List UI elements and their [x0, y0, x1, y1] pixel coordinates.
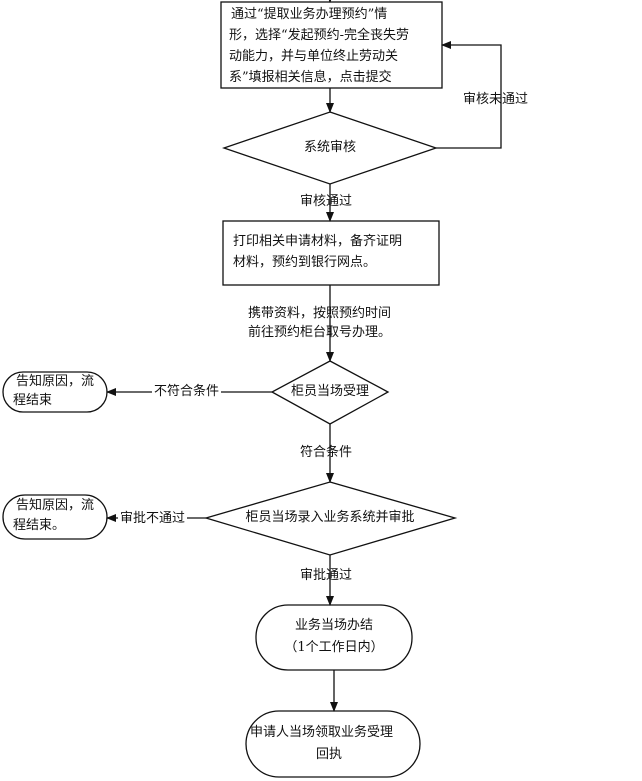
- print-box-line: 打印相关申请材料，备齐证明: [233, 234, 403, 249]
- notify-end-2-line: 告知原因，流: [15, 498, 94, 513]
- print-box-line: 材料，预约到银行网点。: [233, 255, 377, 270]
- notify-end-2-line: 程结束。: [13, 518, 66, 533]
- edge-label-approval-passed: 审批通过: [300, 568, 353, 583]
- edge-label-not-qualified: 不符合条件: [152, 382, 222, 401]
- notify-end-1-line: 告知原因，流: [15, 374, 94, 389]
- complete-line: 业务当场办结: [294, 618, 373, 633]
- start-box-line: 系”填报相关信息，点击提交: [229, 70, 392, 85]
- edge-label-approval-failed: 审批不通过: [118, 509, 188, 528]
- notify-end-1-line: 程结束: [13, 393, 53, 408]
- edge-label-review-passed: 审核通过: [300, 194, 353, 209]
- start-box-line: 通过“提取业务办理预约”情: [231, 7, 388, 22]
- edge-label-bring-docs: 携带资料，按照预约时间 前往预约柜台取号办理。: [248, 304, 391, 342]
- counter-approve-text: 柜员当场录入业务系统并审批: [245, 510, 415, 525]
- complete-line: （1个工作日内）: [284, 640, 384, 655]
- notify-end-2-text: 告知原因，流 程结束。: [5, 496, 105, 536]
- receipt-text: 申请人当场领取业务受理 回执: [250, 722, 420, 766]
- notify-end-1-text: 告知原因，流 程结束: [5, 372, 105, 410]
- edge-label-qualified: 符合条件: [300, 445, 353, 460]
- edge-label-bring-docs-line: 携带资料，按照预约时间: [248, 306, 392, 321]
- receipt-line: 回执: [316, 747, 343, 762]
- system-review-text: 系统审核: [303, 140, 356, 155]
- start-box-line: 动能力，并与单位终止劳动关: [229, 49, 399, 64]
- counter-accept-text: 柜员当场受理: [290, 384, 369, 399]
- arrow-review-failed-loop: [436, 41, 502, 149]
- edge-label-bring-docs-line: 前往预约柜台取号办理。: [248, 325, 392, 340]
- complete-text: 业务当场办结 （1个工作日内）: [256, 615, 412, 659]
- start-box-line: 形，选择“发起预约-完全丧失劳: [229, 28, 410, 43]
- start-box-text: 通过“提取业务办理预约”情 形，选择“发起预约-完全丧失劳 动能力，并与单位终止…: [229, 4, 439, 88]
- edge-label-review-failed: 审核未通过: [463, 92, 529, 107]
- receipt-line: 申请人当场领取业务受理: [250, 725, 394, 740]
- print-box-text: 打印相关申请材料，备齐证明 材料，预约到银行网点。: [233, 231, 437, 273]
